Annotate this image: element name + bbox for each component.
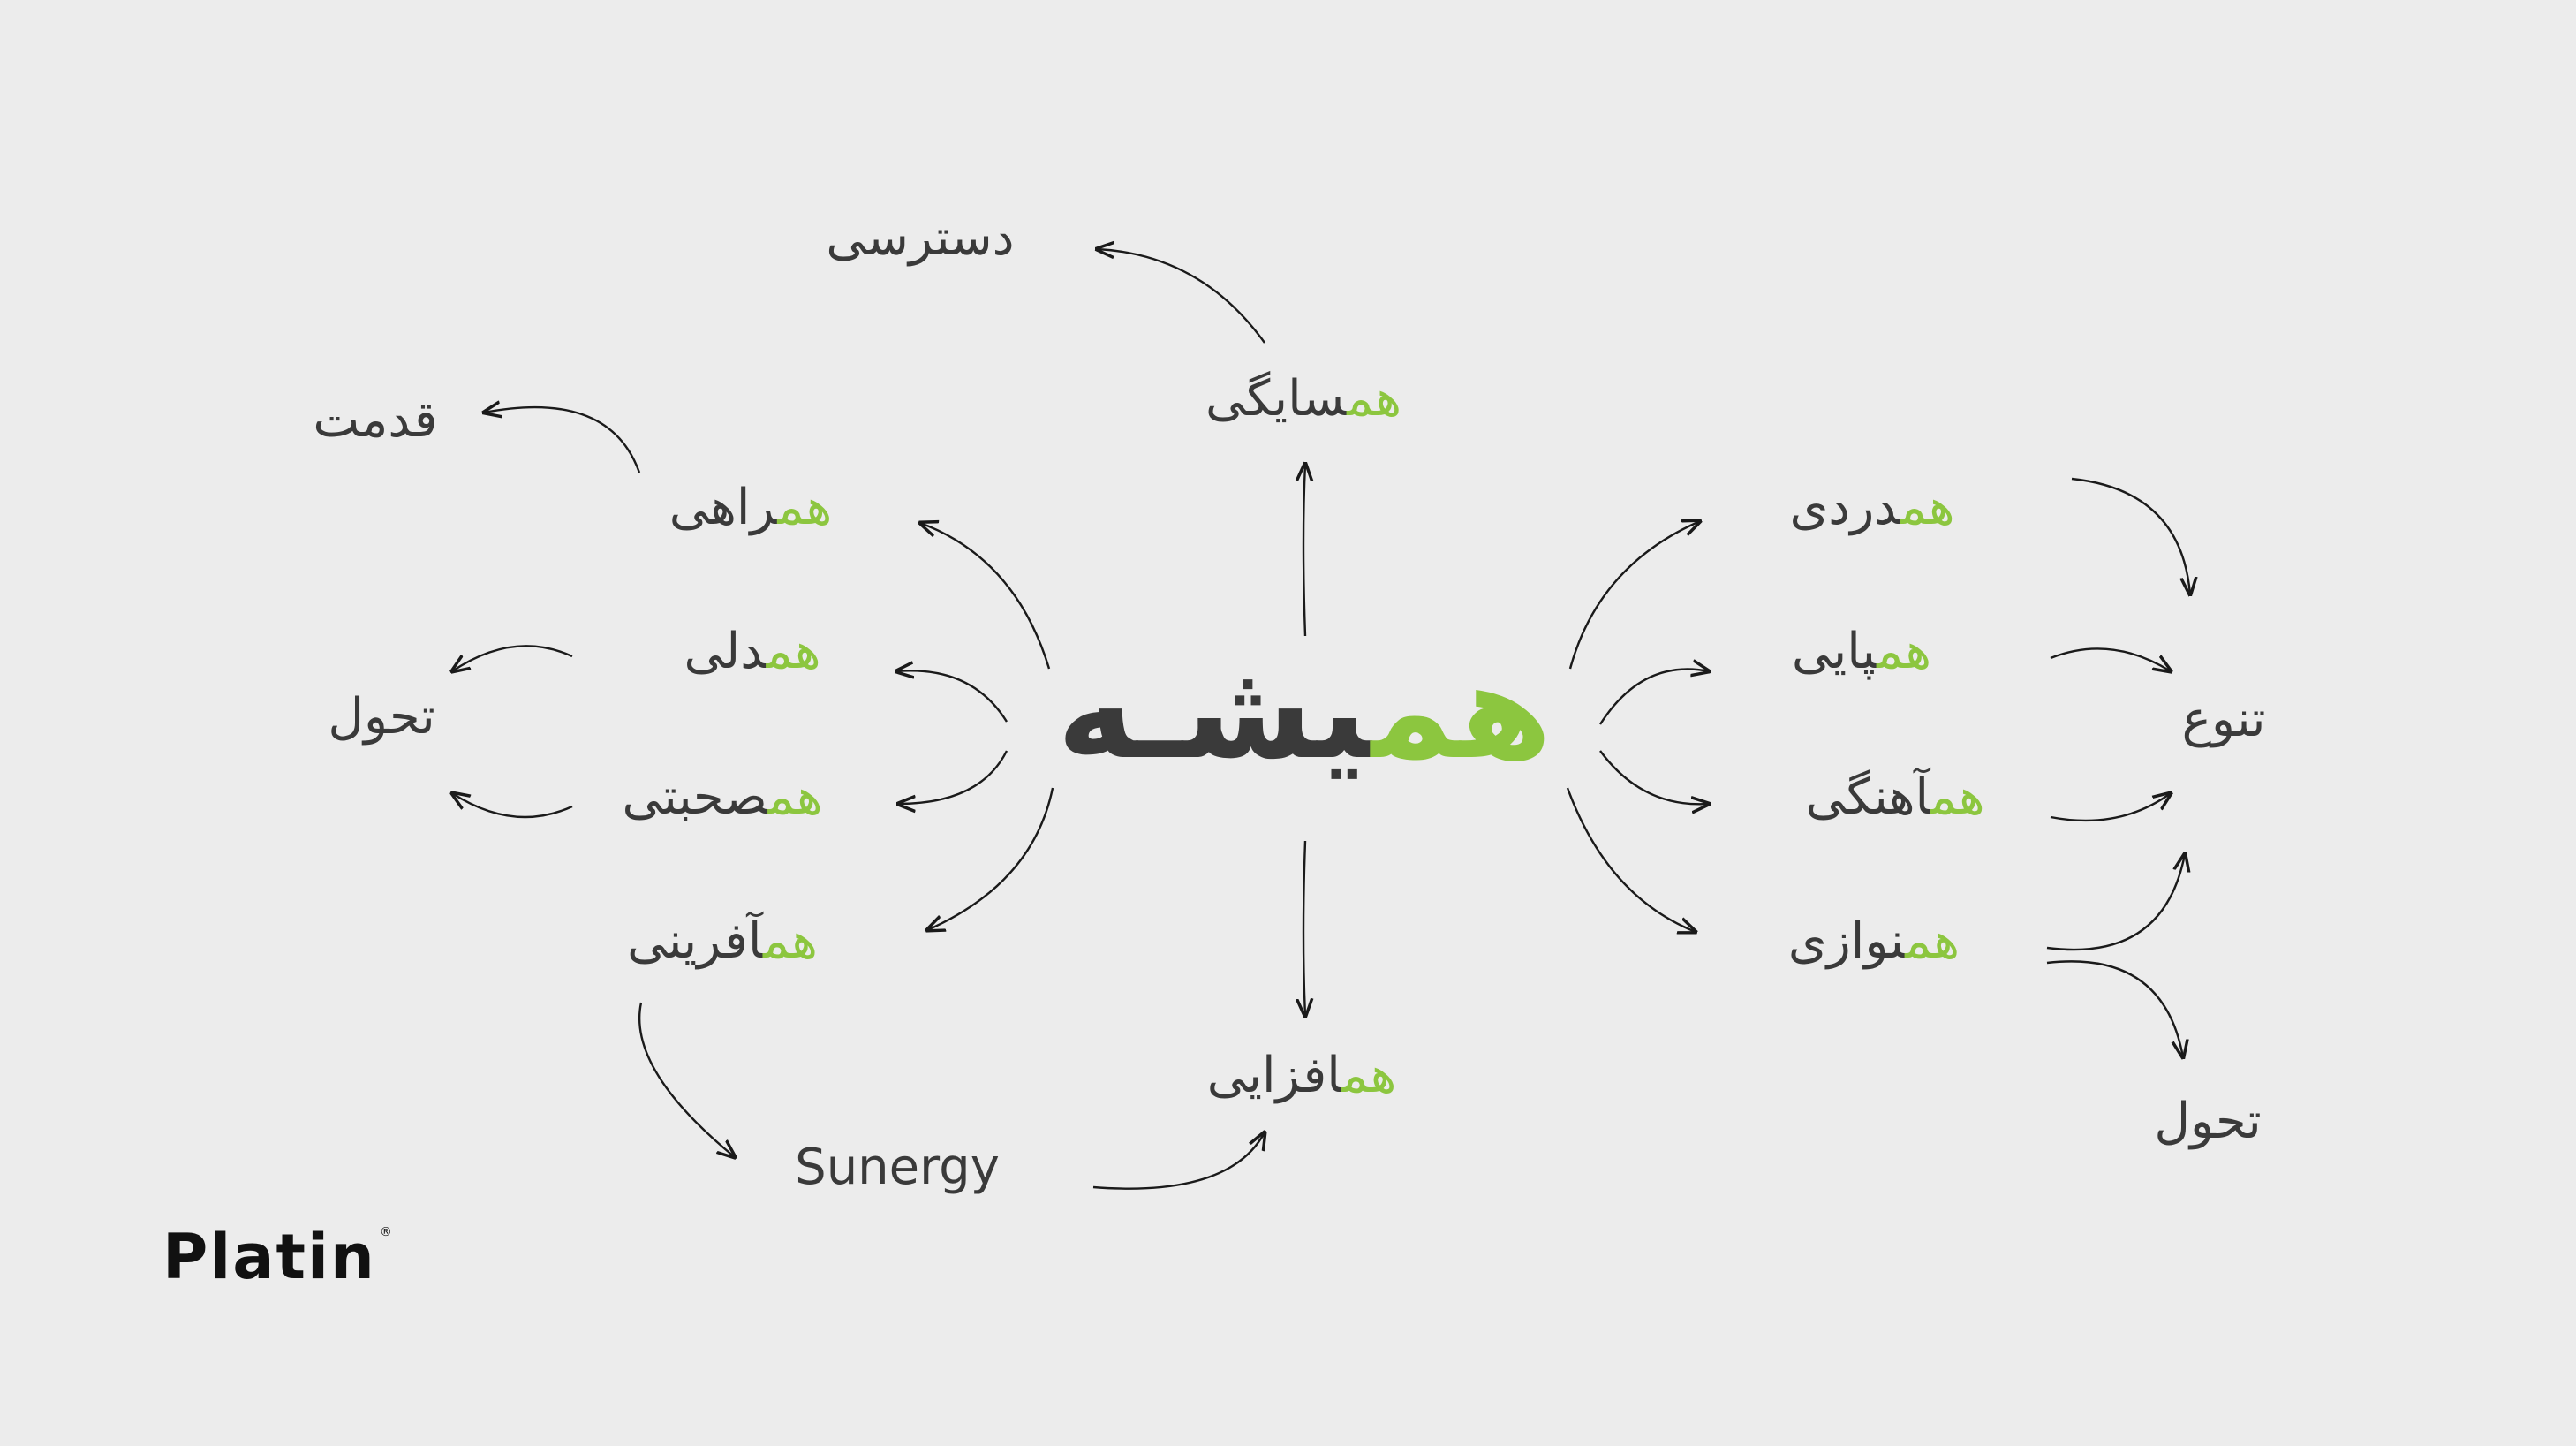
term-hamrahi: همراهی bbox=[669, 483, 833, 533]
outcome-synergy: Sunergy bbox=[795, 1139, 1000, 1196]
term-rest: دلی bbox=[684, 623, 767, 680]
arrow-center-to-hamrahi bbox=[920, 523, 1051, 670]
term-rest: پایی bbox=[1791, 623, 1877, 680]
arrow-hamnavazi-to-tanavo bbox=[2046, 854, 2185, 951]
arrow-hamrahi-to-ghedmat bbox=[484, 407, 641, 473]
term-rest: سایگی bbox=[1205, 370, 1348, 428]
arrow-center-to-hamdeli bbox=[896, 670, 1008, 723]
arrow-hamahangi-to-tanavo bbox=[2050, 793, 2171, 822]
arrow-hamafarini-to-synergy bbox=[638, 1002, 735, 1157]
arrow-center-to-hamahangi bbox=[1599, 750, 1709, 804]
arrow-center-to-hamsohbati bbox=[898, 750, 1008, 804]
term-rest: دردی bbox=[1789, 479, 1900, 536]
outcome-dastresi: دسترسی bbox=[826, 209, 1015, 267]
logo-text: Platin bbox=[162, 1221, 376, 1293]
term-rest: آفرینی bbox=[627, 912, 763, 970]
outcome-tahavol-right: تحول bbox=[2154, 1093, 2262, 1150]
term-hamnavazi: همنوازی bbox=[1788, 917, 1960, 966]
term-prefix: هم bbox=[1930, 768, 1985, 826]
term-prefix: هم bbox=[767, 768, 823, 826]
arrow-hamdeli-to-tahavol bbox=[452, 645, 573, 671]
term-hamahangi: همآهنگی bbox=[1806, 773, 1985, 822]
arrow-center-to-hampayi bbox=[1598, 670, 1709, 725]
outcome-tahavol-left: تحول bbox=[328, 688, 435, 746]
arrow-center-to-hamnavazi bbox=[1566, 787, 1696, 932]
term-rest: افزایی bbox=[1206, 1047, 1342, 1104]
arrow-synergy-to-hamafzayi bbox=[1092, 1132, 1265, 1190]
arrow-hamsohbati-to-tahavol bbox=[452, 793, 573, 819]
term-hamafarini: همآفرینی bbox=[627, 917, 818, 966]
term-prefix: هم bbox=[762, 912, 818, 970]
center-word: همیشـه bbox=[1057, 646, 1552, 778]
arrow-hamsayegi-to-dastresi bbox=[1097, 249, 1265, 344]
platin-logo: Platin® bbox=[162, 1226, 394, 1288]
term-prefix: هم bbox=[777, 479, 833, 536]
term-prefix: هم bbox=[1341, 1047, 1397, 1104]
term-hamsohbati: همصحبتی bbox=[622, 773, 822, 822]
arrow-center-to-hamdardi bbox=[1568, 521, 1700, 670]
term-hamdeli: همدلی bbox=[684, 627, 820, 677]
arrow-center-to-hamsayegi bbox=[1303, 464, 1305, 637]
term-hampayi: همپایی bbox=[1792, 627, 1931, 677]
term-rest: آهنگی bbox=[1805, 768, 1930, 826]
term-prefix: هم bbox=[1877, 623, 1932, 680]
outcome-ghedmat: قدمت bbox=[313, 391, 438, 449]
arrow-hamdardi-to-tanavo bbox=[2071, 477, 2190, 594]
term-prefix: هم bbox=[1347, 370, 1402, 428]
term-prefix: هم bbox=[766, 623, 821, 680]
registered-mark: ® bbox=[379, 1225, 394, 1239]
arrow-center-to-hamafzayi bbox=[1303, 840, 1305, 1016]
term-rest: صحبتی bbox=[622, 768, 768, 826]
term-rest: راهی bbox=[669, 479, 778, 536]
center-rest: یشـه bbox=[1056, 635, 1371, 789]
outcome-tanavo: تنوع bbox=[2181, 691, 2266, 748]
arrow-hamnavazi-to-tahavol bbox=[2046, 960, 2183, 1057]
term-prefix: هم bbox=[1905, 912, 1960, 970]
arrow-center-to-hamafarini bbox=[927, 787, 1054, 930]
term-rest: نوازی bbox=[1787, 912, 1906, 970]
term-hamdardi: همدردی bbox=[1789, 483, 1954, 533]
arrow-hampayi-to-tanavo bbox=[2050, 647, 2171, 671]
term-hamsayegi: همسایگی bbox=[1205, 375, 1401, 424]
term-prefix: هم bbox=[1900, 479, 1955, 536]
center-prefix: هم bbox=[1371, 635, 1552, 789]
term-hamafzayi: همافزایی bbox=[1207, 1051, 1396, 1101]
